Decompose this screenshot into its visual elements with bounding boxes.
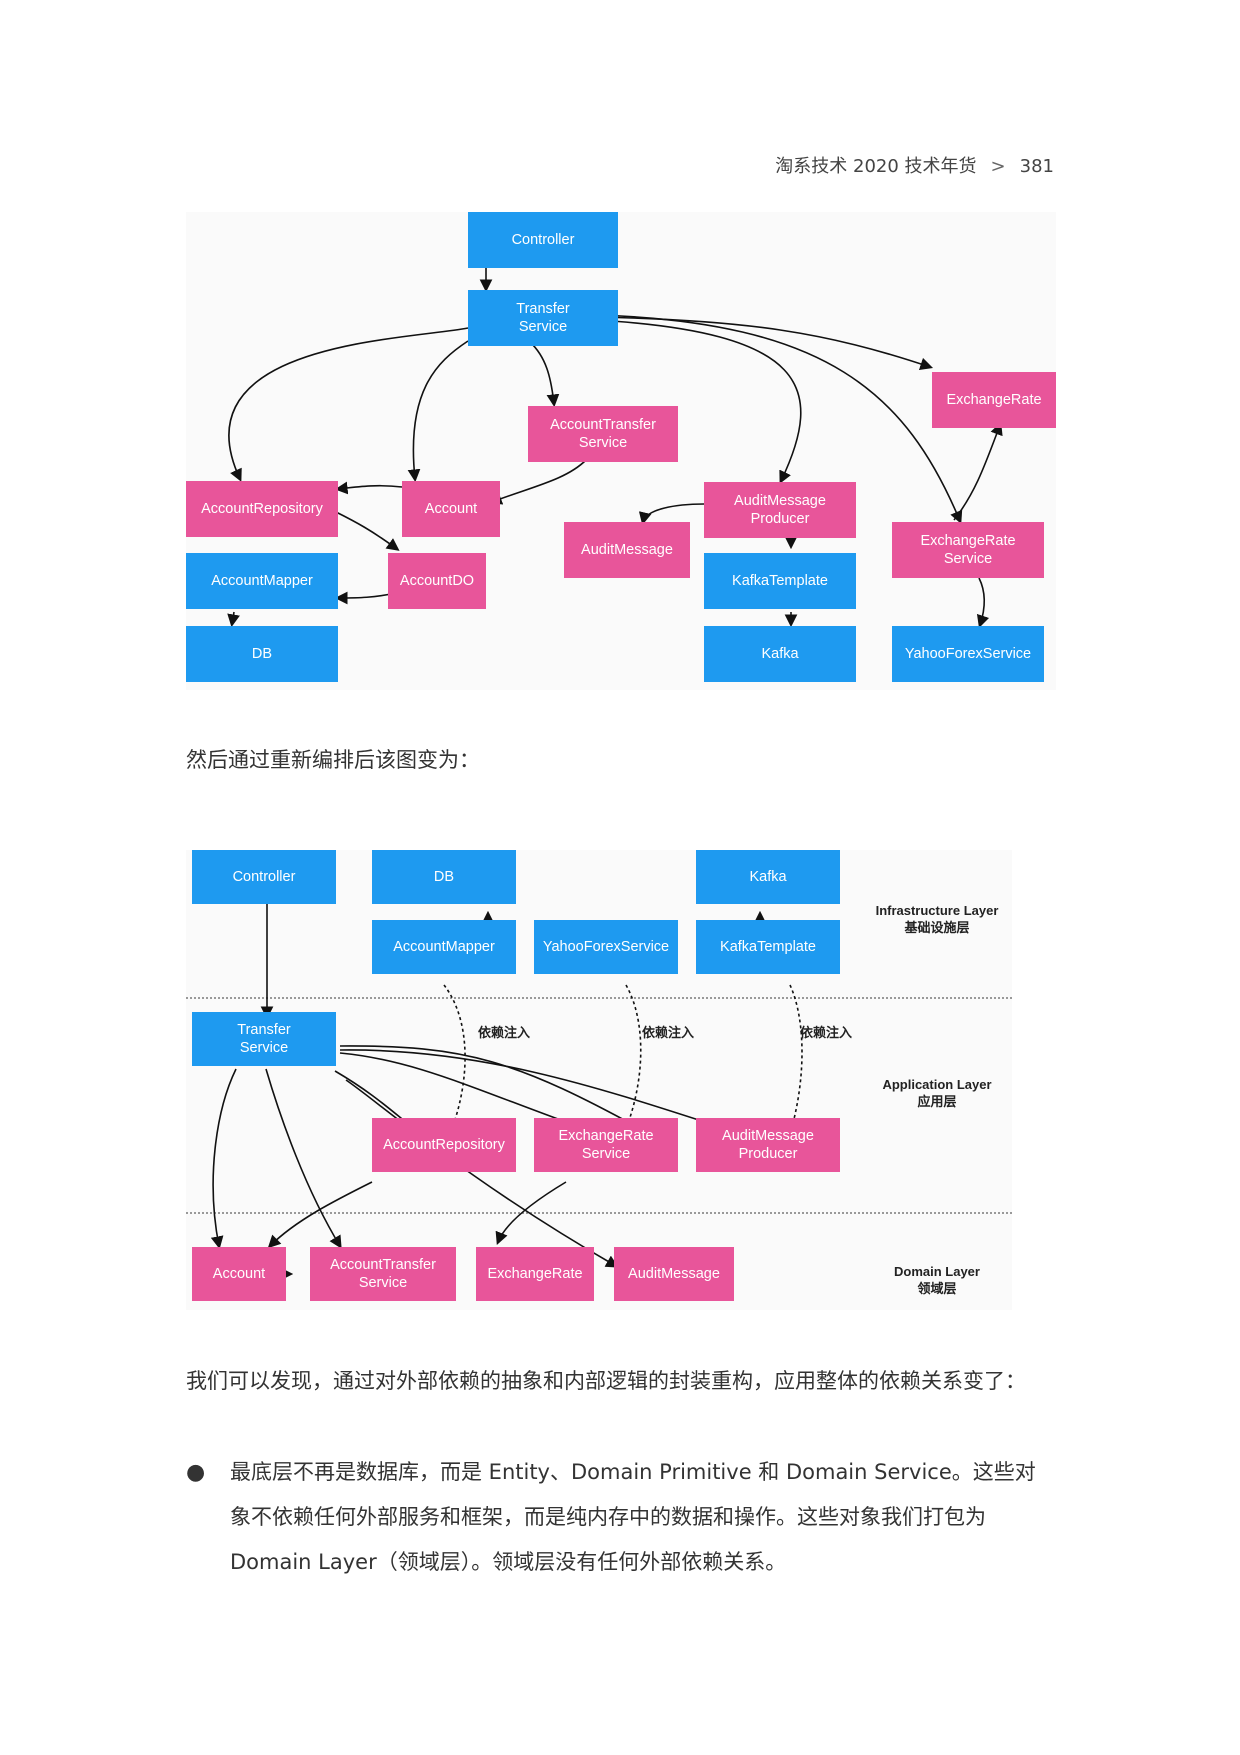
node-audit-message-producer: AuditMessage Producer xyxy=(696,1118,840,1172)
node-kafka-template: KafkaTemplate xyxy=(704,553,856,609)
node-account-transfer-service: AccountTransfer Service xyxy=(528,406,678,462)
node-audit-message: AuditMessage xyxy=(614,1247,734,1301)
page-header: 淘系技术 2020 技术年货 >381 xyxy=(775,152,1054,178)
dependency-diagram-before: Controller Transfer Service ExchangeRate… xyxy=(186,212,1056,690)
node-exchange-rate-service: ExchangeRate Service xyxy=(892,522,1044,578)
layer-divider-top xyxy=(186,997,1012,999)
book-title: 淘系技术 2020 技术年货 xyxy=(775,156,977,177)
node-audit-message: AuditMessage xyxy=(564,522,690,578)
node-audit-message-producer: AuditMessage Producer xyxy=(704,482,856,538)
node-exchange-rate: ExchangeRate xyxy=(476,1247,594,1301)
node-exchange-rate-service: ExchangeRate Service xyxy=(534,1118,678,1172)
bullet-text: 最底层不再是数据库，而是 Entity、Domain Primitive 和 D… xyxy=(230,1460,1036,1574)
node-account-mapper: AccountMapper xyxy=(372,920,516,974)
layer-label-application: Application Layer 应用层 xyxy=(882,1077,992,1109)
node-account-transfer-service: AccountTransfer Service xyxy=(310,1247,456,1301)
node-account-repository: AccountRepository xyxy=(372,1118,516,1172)
node-yahoo-forex-service: YahooForexService xyxy=(534,920,678,974)
layer-label-infrastructure: Infrastructure Layer 基础设施层 xyxy=(875,903,999,935)
node-account: Account xyxy=(192,1247,286,1301)
inject-label-3: 依赖注入 xyxy=(800,1026,853,1041)
bullet-marker: ● xyxy=(186,1460,206,1485)
layer-label-domain: Domain Layer 领域层 xyxy=(894,1264,980,1296)
node-yahoo-forex-service: YahooForexService xyxy=(892,626,1044,682)
node-transfer-service: Transfer Service xyxy=(192,1012,336,1066)
node-account-mapper: AccountMapper xyxy=(186,553,338,609)
header-separator: > xyxy=(990,156,1006,177)
node-db: DB xyxy=(372,850,516,904)
paragraph-summary: 我们可以发现，通过对外部依赖的抽象和内部逻辑的封装重构，应用整体的依赖关系变了： xyxy=(186,1369,1026,1393)
node-kafka-template: KafkaTemplate xyxy=(696,920,840,974)
page-number: 381 xyxy=(1019,156,1054,177)
node-account-repository: AccountRepository xyxy=(186,481,338,537)
node-kafka: Kafka xyxy=(704,626,856,682)
node-account: Account xyxy=(402,481,500,537)
node-controller: Controller xyxy=(468,212,618,268)
layer-divider-bottom xyxy=(186,1212,1012,1214)
node-account-do: AccountDO xyxy=(388,553,486,609)
node-transfer-service: Transfer Service xyxy=(468,290,618,346)
node-kafka: Kafka xyxy=(696,850,840,904)
node-controller: Controller xyxy=(192,850,336,904)
inject-label-1: 依赖注入 xyxy=(478,1026,531,1041)
node-db: DB xyxy=(186,626,338,682)
node-exchange-rate: ExchangeRate xyxy=(932,372,1056,428)
dependency-diagram-layered: Controller DB Kafka AccountMapper YahooF… xyxy=(186,850,1012,1310)
inject-label-2: 依赖注入 xyxy=(642,1026,695,1041)
paragraph-intro: 然后通过重新编排后该图变为： xyxy=(186,748,480,772)
